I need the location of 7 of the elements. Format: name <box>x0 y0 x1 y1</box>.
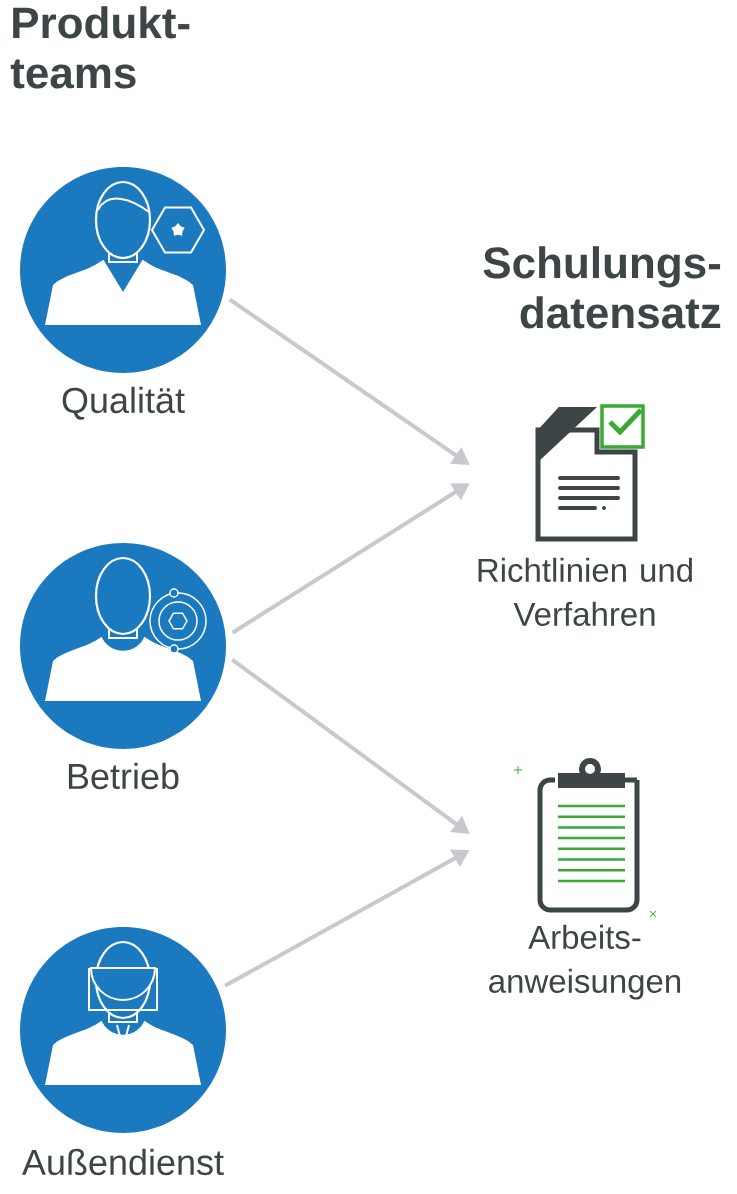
document-item: Richtlinien und Verfahren <box>478 557 692 626</box>
document-item: Arbeits- anweisungen <box>489 924 681 1000</box>
node-label: Außendienst <box>22 1148 224 1176</box>
node-label: Qualität <box>62 386 185 420</box>
heading: Schulungs- datensatz <box>483 246 721 329</box>
heading: Produkt- teams <box>10 6 190 89</box>
node-label: Betrieb <box>68 762 179 790</box>
